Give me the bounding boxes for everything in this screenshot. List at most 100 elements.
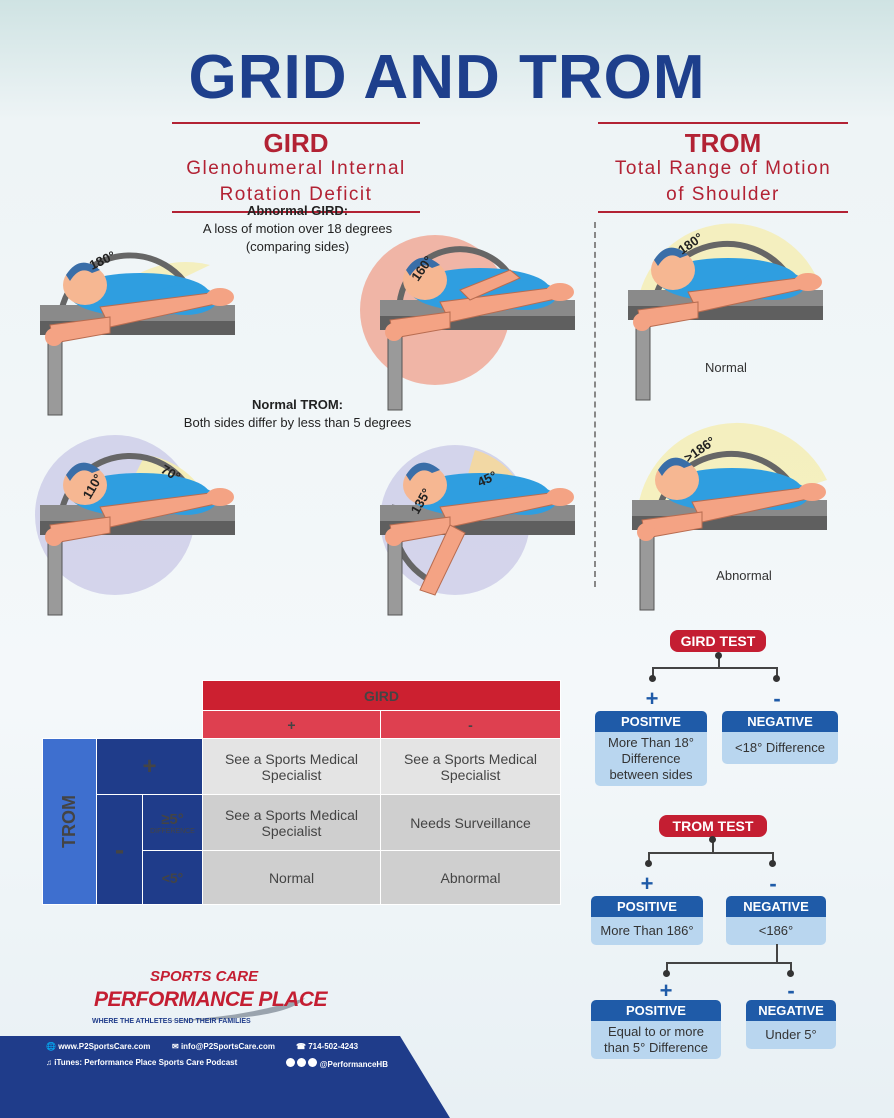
plus-sign: + <box>645 686 659 711</box>
twitter-icon <box>297 1058 307 1067</box>
normal-trom-note: Normal TROM: Both sides differ by less t… <box>150 396 445 432</box>
negative-text: <18° Difference <box>722 732 838 764</box>
connector <box>648 852 774 854</box>
matrix-cell: See a Sports Medical Specialist <box>380 738 561 795</box>
divider <box>172 211 420 213</box>
connector-dot <box>769 860 776 867</box>
gird-header: GIRD Glenohumeral Internal Rotation Defi… <box>172 122 420 213</box>
logo-line1: SPORTS CARE <box>150 968 259 985</box>
trom-test-sub-negative: NEGATIVE Under 5° <box>746 1000 836 1049</box>
negative-text: Under 5° <box>746 1021 836 1049</box>
gird-title: GIRD <box>263 128 329 158</box>
footer-phone[interactable]: ☎ 714-502-4243 <box>296 1042 359 1051</box>
matrix-gird-plus: + <box>202 710 381 739</box>
connector-dot <box>709 836 716 843</box>
trom-test-negative: NEGATIVE <186° <box>726 896 826 945</box>
abnormal-gird-heading: Abnormal GIRD: <box>246 203 349 218</box>
matrix-cell: See a Sports Medical Specialist <box>202 794 381 851</box>
matrix-gte5: ≥5° DIFFERENCE <box>142 794 203 851</box>
positive-text: More Than 186° <box>591 917 703 945</box>
matrix-trom-plus: + <box>96 738 203 795</box>
gird-test-positive: POSITIVE More Than 18° Difference betwee… <box>595 711 707 786</box>
connector <box>648 852 650 862</box>
matrix-gird-minus: - <box>380 710 561 739</box>
matrix-lt5: <5° <box>142 850 203 905</box>
connector-dot <box>649 675 656 682</box>
connector-dot <box>663 970 670 977</box>
positive-label: POSITIVE <box>591 1000 721 1021</box>
abnormal-gird-note: Abnormal GIRD: A loss of motion over 18 … <box>150 202 445 256</box>
plus-sign: + <box>659 978 673 1003</box>
connector <box>666 962 668 972</box>
footer-email[interactable]: ✉ info@P2SportsCare.com <box>172 1042 275 1051</box>
footer-social[interactable]: @PerformanceHB <box>286 1058 388 1069</box>
negative-label: NEGATIVE <box>722 711 838 732</box>
trom-abnormal-caption: Abnormal <box>716 568 772 583</box>
connector-dot <box>715 652 722 659</box>
instagram-icon <box>308 1058 318 1067</box>
gird-trom-matrix: GIRD + - TROM + See a Sports Medical Spe… <box>42 680 561 905</box>
matrix-gird-header: GIRD <box>202 680 561 711</box>
trom-test-sub-positive: POSITIVE Equal to or more than 5° Differ… <box>591 1000 721 1059</box>
matrix-cell: Abnormal <box>380 850 561 905</box>
logo-tagline: WHERE THE ATHLETES SEND THEIR FAMILIES <box>92 1018 251 1025</box>
connector <box>652 667 654 677</box>
trom-subtitle-1: Total Range of Motion <box>614 158 832 179</box>
mail-icon: ✉ <box>172 1042 179 1051</box>
minus-sign: - <box>773 686 781 711</box>
connector-dot <box>787 970 794 977</box>
gird-test-negative: NEGATIVE <18° Difference <box>722 711 838 764</box>
facebook-icon <box>286 1058 295 1067</box>
divider <box>598 211 848 213</box>
connector <box>776 944 778 962</box>
connector <box>652 667 778 669</box>
trom-test-title: TROM TEST <box>659 815 767 837</box>
connector-dot <box>773 675 780 682</box>
trom-test-positive: POSITIVE More Than 186° <box>591 896 703 945</box>
positive-text: Equal to or more than 5° Difference <box>591 1021 721 1059</box>
connector-dot <box>645 860 652 867</box>
matrix-trom-label: TROM <box>42 738 97 905</box>
connector <box>790 962 792 972</box>
gird-subtitle-2: Rotation Deficit <box>219 184 373 205</box>
matrix-cell: Normal <box>202 850 381 905</box>
globe-icon: 🌐 <box>46 1042 56 1051</box>
positive-text: More Than 18° Difference between sides <box>595 732 707 786</box>
music-note-icon: ♫ <box>46 1058 52 1067</box>
divider <box>172 122 420 124</box>
logo-line2: PERFORMANCE PLACE <box>94 988 328 1011</box>
abnormal-gird-line2: (comparing sides) <box>245 239 350 254</box>
plus-sign: + <box>640 871 654 896</box>
trom-header: TROM Total Range of Motion of Shoulder <box>598 122 848 213</box>
footer-bar: 🌐 www.P2SportsCare.com ✉ info@P2SportsCa… <box>0 1036 450 1118</box>
logo-swoosh <box>100 998 305 1021</box>
gird-test-title: GIRD TEST <box>670 630 766 652</box>
connector <box>776 667 778 677</box>
trom-title: TROM <box>684 128 762 158</box>
performance-place-logo: SPORTS CARE PERFORMANCE PLACE WHERE THE … <box>90 958 328 1030</box>
positive-label: POSITIVE <box>591 896 703 917</box>
trom-subtitle-2: of Shoulder <box>666 184 780 205</box>
connector <box>712 838 714 852</box>
angle-label: 180° <box>87 248 118 273</box>
trom-normal-caption: Normal <box>705 360 747 375</box>
minus-sign: - <box>787 978 795 1003</box>
connector <box>772 852 774 862</box>
gird-subtitle-1: Glenohumeral Internal <box>186 158 406 179</box>
footer-website[interactable]: 🌐 www.P2SportsCare.com <box>46 1042 151 1051</box>
connector <box>666 962 792 964</box>
positive-label: POSITIVE <box>595 711 707 732</box>
negative-label: NEGATIVE <box>746 1000 836 1021</box>
page-title: GRID AND TROM <box>188 43 706 112</box>
illustrations: 180° 160° 110° 70° 135° 45° 180° >186° <box>35 223 828 616</box>
divider <box>598 122 848 124</box>
abnormal-gird-line1: A loss of motion over 18 degrees <box>202 221 393 236</box>
connector <box>718 653 720 667</box>
normal-trom-heading: Normal TROM: <box>252 397 343 412</box>
matrix-cell: See a Sports Medical Specialist <box>202 738 381 795</box>
matrix-cell: Needs Surveillance <box>380 794 561 851</box>
minus-sign: - <box>769 871 777 896</box>
section-divider <box>594 222 596 587</box>
footer-podcast[interactable]: ♫ iTunes: Performance Place Sports Care … <box>46 1058 238 1067</box>
negative-text: <186° <box>726 917 826 945</box>
